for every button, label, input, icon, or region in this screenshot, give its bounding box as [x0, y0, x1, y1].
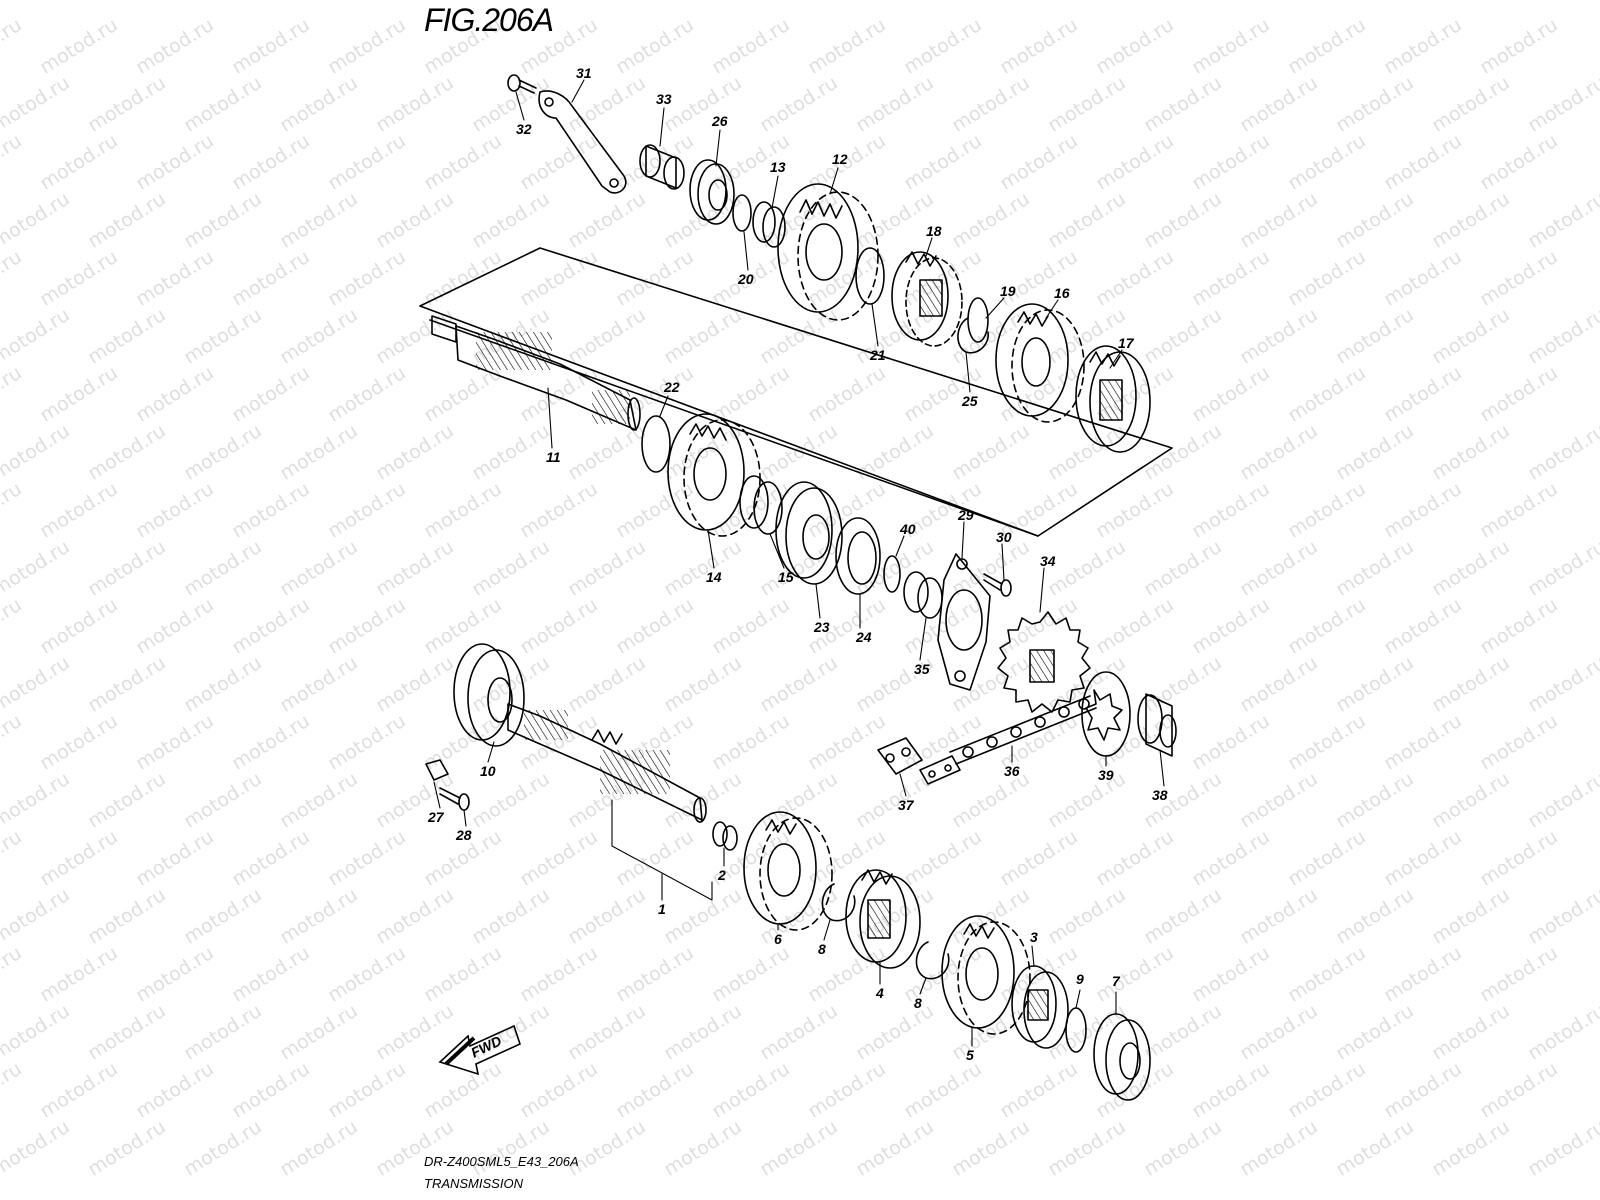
callout-19: 19 [1000, 283, 1016, 299]
countershaft-group-frame [419, 247, 1173, 537]
callout-38: 38 [1152, 787, 1168, 803]
part-36-chain [949, 695, 1097, 765]
part-2-bushing [712, 821, 738, 851]
callout-30: 30 [996, 529, 1012, 545]
callout-11: 11 [546, 449, 561, 465]
part-1-mainshaft [507, 703, 707, 823]
part-19-washer [967, 297, 989, 343]
part-38-nut [1137, 693, 1177, 757]
part-26-bearing [689, 159, 735, 225]
part-40-o-ring [883, 555, 901, 593]
part-8-circlip-b [915, 941, 950, 980]
callout-24: 24 [855, 629, 872, 645]
part-32-screw [507, 74, 537, 94]
callout-28: 28 [455, 827, 472, 843]
callout-18: 18 [926, 223, 942, 239]
part-8-circlip-a [821, 883, 856, 922]
callout-labels: 31 32 33 26 13 12 20 18 21 19 16 25 17 2… [427, 65, 1168, 1063]
callout-1: 1 [658, 901, 666, 917]
part-37-chain-joint [877, 737, 961, 785]
part-14-gear [667, 413, 761, 537]
callout-6: 6 [774, 931, 782, 947]
callout-4: 4 [875, 985, 884, 1001]
part-28-screw [439, 787, 470, 811]
part-30-screw [983, 573, 1012, 597]
part-17-gear [1075, 345, 1151, 453]
part-33-collar [639, 144, 685, 190]
part-34-sprocket [997, 611, 1091, 713]
part-9-washer [1065, 1007, 1087, 1053]
part-29-plate [937, 553, 991, 691]
callout-8-a: 8 [818, 941, 826, 957]
part-6-gear [743, 811, 833, 931]
part-10-bearing [453, 643, 525, 747]
callout-20: 20 [737, 271, 754, 287]
callout-25: 25 [961, 393, 978, 409]
part-13-bushing [752, 201, 786, 248]
fwd-label: FWD [468, 1032, 504, 1060]
callout-15: 15 [778, 569, 794, 585]
callout-12: 12 [832, 151, 848, 167]
callout-16: 16 [1054, 285, 1070, 301]
part-7-bearing [1093, 1013, 1151, 1101]
callout-37: 37 [898, 797, 915, 813]
part-23-bearing [775, 481, 843, 585]
callout-39: 39 [1098, 767, 1114, 783]
callout-17: 17 [1118, 335, 1135, 351]
callout-31: 31 [576, 65, 592, 81]
callout-13: 13 [770, 159, 786, 175]
part-5-gear [941, 915, 1031, 1035]
callout-3: 3 [1030, 929, 1038, 945]
callout-7: 7 [1112, 973, 1121, 989]
part-3-gear [1011, 965, 1069, 1049]
part-22-washer [641, 415, 671, 473]
section-title: TRANSMISSION [424, 1176, 523, 1191]
part-24-oil-seal [835, 517, 881, 595]
callout-34: 34 [1040, 553, 1056, 569]
part-15-bushing [739, 475, 783, 535]
callout-29: 29 [957, 507, 974, 523]
callout-14: 14 [706, 569, 722, 585]
callout-35: 35 [914, 661, 930, 677]
callout-23: 23 [813, 619, 830, 635]
part-18-gear [891, 251, 963, 347]
callout-32: 32 [516, 121, 532, 137]
callout-33: 33 [656, 91, 672, 107]
part-39-washer [1081, 671, 1131, 757]
part-20-washer [732, 194, 752, 232]
part-35-collar [903, 571, 943, 619]
part-4-gear [845, 869, 921, 969]
callout-5: 5 [966, 1047, 974, 1063]
callout-22: 22 [663, 379, 680, 395]
callout-27: 27 [427, 809, 445, 825]
part-21-washer [855, 247, 885, 305]
figure-title: FIG.206A [424, 2, 554, 38]
part-25-circlip [957, 317, 989, 354]
callout-21: 21 [869, 347, 886, 363]
callout-26: 26 [711, 113, 728, 129]
part-31-arm [538, 90, 627, 194]
part-27-retainer [425, 759, 449, 781]
callout-10: 10 [480, 763, 496, 779]
leader-lines [433, 79, 1165, 1047]
model-code: DR-Z400SML5_E43_206A [424, 1154, 579, 1169]
callout-40: 40 [899, 521, 916, 537]
part-12-gear [777, 183, 879, 321]
callout-9: 9 [1076, 971, 1084, 987]
part-11-countershaft [431, 315, 641, 431]
fwd-arrow-icon: FWD [438, 1024, 521, 1076]
callout-8-b: 8 [914, 995, 922, 1011]
part-16-gear [995, 303, 1085, 423]
callout-2: 2 [717, 867, 726, 883]
callout-36: 36 [1004, 763, 1020, 779]
